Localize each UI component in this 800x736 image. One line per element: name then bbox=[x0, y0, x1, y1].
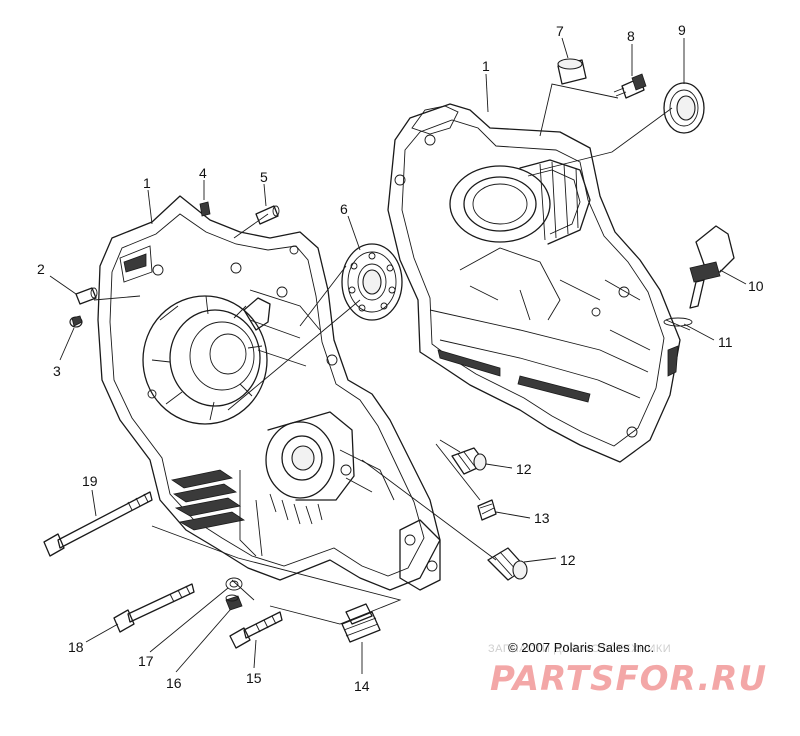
callout-5: 5 bbox=[260, 169, 268, 185]
callout-labels: 1 1 2 3 4 5 6 7 8 9 10 11 12 12 13 14 15… bbox=[37, 22, 764, 694]
fitting-12-lower bbox=[487, 547, 528, 581]
fitting-14 bbox=[341, 603, 381, 643]
callout-12-upper: 12 bbox=[516, 461, 532, 477]
callout-12-lower: 12 bbox=[560, 552, 576, 568]
callout-leaders bbox=[49, 37, 747, 674]
assembly-guide-lines bbox=[93, 83, 691, 625]
fitting-12-upper bbox=[451, 447, 487, 475]
callout-11: 11 bbox=[718, 334, 733, 350]
dipstick-10 bbox=[689, 225, 735, 309]
screw-4 bbox=[199, 201, 211, 217]
o-ring-11 bbox=[663, 317, 693, 327]
bolt-19 bbox=[43, 491, 153, 557]
callout-14: 14 bbox=[354, 678, 370, 694]
callout-17: 17 bbox=[138, 653, 154, 669]
callout-4: 4 bbox=[199, 165, 207, 181]
oil-seal-9 bbox=[663, 82, 705, 134]
watermark-tagline: ЗАПЧАСТИ ДЛЯ МОТОТЕХНИКИ bbox=[488, 643, 671, 655]
dowel-5 bbox=[255, 205, 280, 225]
callout-2: 2 bbox=[37, 261, 45, 277]
callout-19: 19 bbox=[82, 473, 98, 489]
callout-1-left: 1 bbox=[143, 175, 151, 191]
callout-13: 13 bbox=[534, 510, 550, 526]
watermark-logo: PARTSFOR.RU bbox=[490, 659, 767, 699]
callout-15: 15 bbox=[246, 670, 262, 686]
bearing-6 bbox=[341, 243, 403, 321]
plug-16 bbox=[225, 594, 243, 611]
copyright-notice: © 2007 Polaris Sales Inc. bbox=[508, 640, 654, 655]
callout-18: 18 bbox=[68, 639, 84, 655]
callout-3: 3 bbox=[53, 363, 61, 379]
bolt-15 bbox=[229, 611, 283, 649]
callout-7: 7 bbox=[556, 23, 564, 39]
left-crankcase-half bbox=[97, 195, 441, 591]
callout-16: 16 bbox=[166, 675, 182, 691]
washer-17 bbox=[225, 577, 243, 591]
callout-10: 10 bbox=[748, 278, 764, 294]
bolt-8 bbox=[613, 73, 647, 99]
right-crankcase-half bbox=[387, 103, 681, 463]
plug-3 bbox=[69, 315, 83, 328]
plug-13 bbox=[477, 499, 497, 521]
bolt-18 bbox=[113, 583, 195, 633]
dowel-7 bbox=[557, 58, 587, 85]
callout-6: 6 bbox=[340, 201, 348, 217]
dowel-pin-2 bbox=[75, 287, 98, 305]
callout-8: 8 bbox=[627, 28, 635, 44]
callout-9: 9 bbox=[678, 22, 686, 38]
callout-1-right: 1 bbox=[482, 58, 490, 74]
